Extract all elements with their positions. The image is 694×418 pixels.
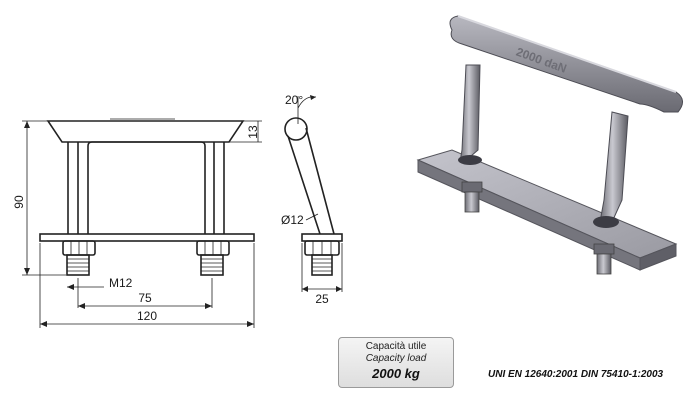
front-base-plate	[39, 233, 255, 242]
side-top-round	[284, 117, 308, 141]
dim-rod-diameter-label: Ø12	[281, 213, 304, 227]
side-bolt	[304, 240, 340, 276]
dim-top-thickness-label: 13	[246, 125, 260, 139]
front-top-bar	[46, 120, 245, 143]
render-top-handle	[449, 15, 683, 113]
dim-thread-label: M12	[109, 276, 133, 290]
dim-plate-width-label: 25	[315, 292, 329, 306]
side-inclined-bar	[287, 127, 335, 235]
dim-bolt-spacing-label: 75	[138, 291, 152, 305]
standards-text: UNI EN 12640:2001 DIN 75410-1:2003	[488, 369, 664, 380]
dim-angle-label: 20°	[285, 93, 303, 107]
side-base-plate	[301, 233, 343, 242]
render-back-leg	[459, 64, 481, 163]
front-left-bolt	[62, 240, 96, 276]
front-right-leg	[213, 142, 225, 234]
capacity-value: 2000 kg	[372, 366, 420, 381]
capacity-box: Capacità utile Capacity load 2000 kg	[338, 337, 454, 388]
render-base-plate-top	[416, 149, 678, 259]
dim-height-label: 90	[12, 195, 26, 209]
front-inner-u	[87, 141, 206, 234]
side-view: 20° Ø12 25	[281, 93, 343, 306]
front-left-leg	[67, 142, 79, 234]
dim-total-length-label: 120	[137, 309, 157, 323]
front-view: 90 13 M12 75 120	[12, 118, 262, 328]
render-front-leg	[599, 111, 629, 223]
render-3d: 2000 daN	[416, 15, 683, 275]
capacity-label-en: Capacity load	[365, 353, 427, 364]
front-right-bolt	[196, 240, 230, 276]
render-bolt-left	[461, 181, 483, 213]
capacity-label-it: Capacità utile	[365, 341, 427, 352]
render-bolt-right	[593, 243, 615, 275]
